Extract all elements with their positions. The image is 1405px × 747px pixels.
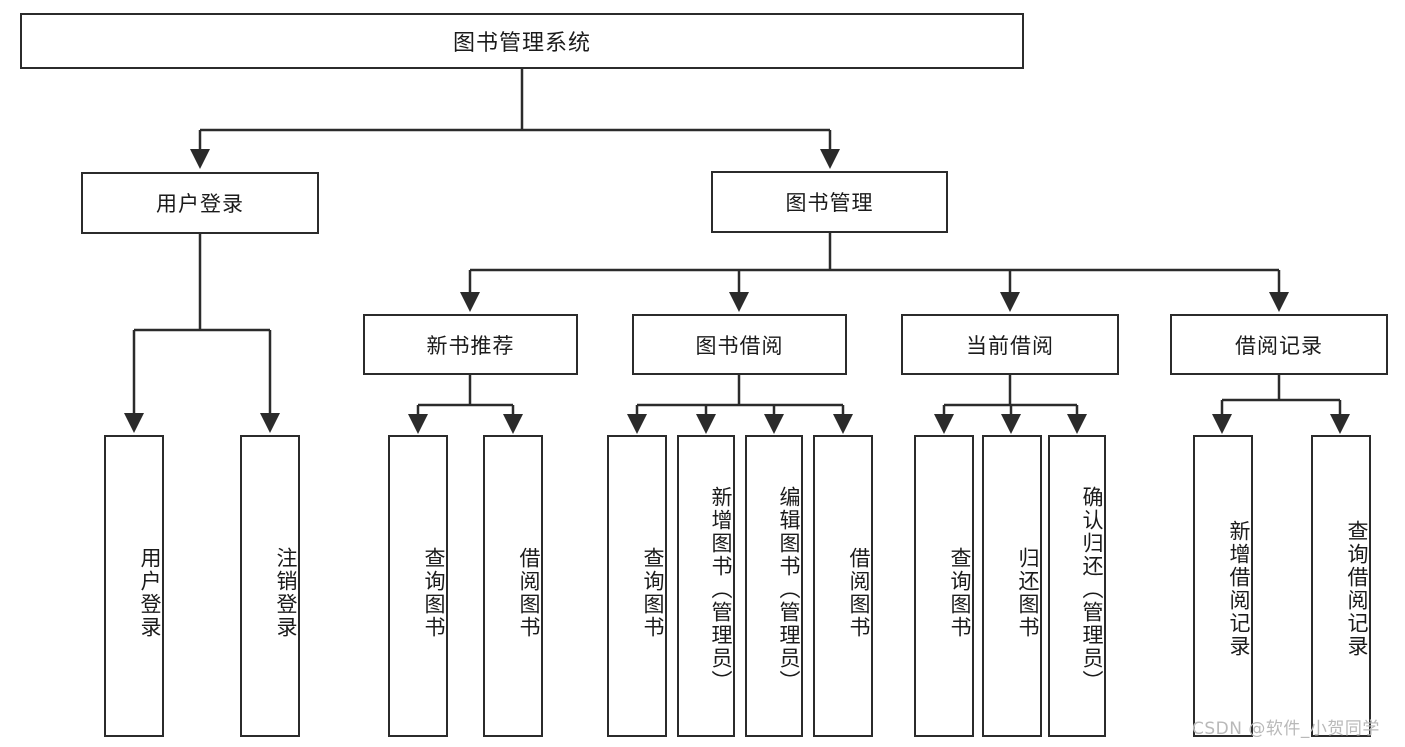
node-user-login[interactable]: 用户登录 bbox=[81, 172, 319, 234]
node-current-borrow[interactable]: 当前借阅 bbox=[901, 314, 1119, 375]
leaf-current-borrow-query[interactable]: 查询图书 bbox=[914, 435, 974, 737]
leaf-book-borrow-edit-admin[interactable]: 编辑图书（管理员） bbox=[745, 435, 803, 737]
node-new-book-recommend[interactable]: 新书推荐 bbox=[363, 314, 578, 375]
leaf-new-book-query[interactable]: 查询图书 bbox=[388, 435, 448, 737]
leaf-book-borrow-borrow[interactable]: 借阅图书 bbox=[813, 435, 873, 737]
node-book-management[interactable]: 图书管理 bbox=[711, 171, 948, 233]
watermark-csdn: CSDN @软件_小贺同学 bbox=[1192, 719, 1380, 739]
node-borrow-record[interactable]: 借阅记录 bbox=[1170, 314, 1388, 375]
leaf-current-borrow-return[interactable]: 归还图书 bbox=[982, 435, 1042, 737]
leaf-user-login-signout[interactable]: 注销登录 bbox=[240, 435, 300, 737]
leaf-book-borrow-add-admin[interactable]: 新增图书（管理员） bbox=[677, 435, 735, 737]
leaf-borrow-record-add[interactable]: 新增借阅记录 bbox=[1193, 435, 1253, 737]
leaf-new-book-borrow[interactable]: 借阅图书 bbox=[483, 435, 543, 737]
leaf-book-borrow-query[interactable]: 查询图书 bbox=[607, 435, 667, 737]
leaf-borrow-record-query[interactable]: 查询借阅记录 bbox=[1311, 435, 1371, 737]
leaf-user-login-signin[interactable]: 用户登录 bbox=[104, 435, 164, 737]
node-book-borrow[interactable]: 图书借阅 bbox=[632, 314, 847, 375]
leaf-current-borrow-confirm-admin[interactable]: 确认归还（管理员） bbox=[1048, 435, 1106, 737]
node-root-system[interactable]: 图书管理系统 bbox=[20, 13, 1024, 69]
